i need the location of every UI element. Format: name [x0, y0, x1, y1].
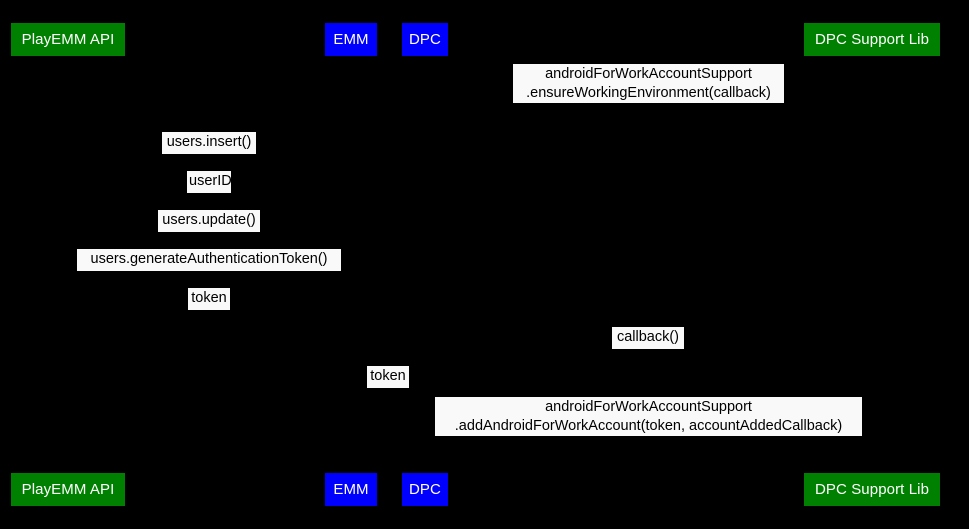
message-label-users-update: users.update() — [158, 210, 260, 232]
participant-label-dpc-support-lib: DPC Support Lib — [814, 31, 930, 48]
message-line-2: .ensureWorkingEnvironment(callback) — [526, 85, 771, 101]
lifeline-dpc-support-lib — [872, 56, 873, 473]
arrow-user-id — [68, 197, 351, 198]
arrow-users-update — [68, 236, 351, 237]
arrow-token-to-emm — [68, 314, 351, 315]
participant-label-playemm-api: PlayEMM API — [21, 31, 115, 48]
arrow-ensure-working-environment — [425, 108, 872, 109]
message-label-user-id: userID — [187, 171, 232, 193]
message-line-1: token — [370, 368, 406, 384]
participant-foot-playemm-api[interactable]: PlayEMM API — [11, 473, 125, 506]
message-line-1: token — [191, 290, 227, 306]
participant-foot-label-emm: EMM — [333, 481, 369, 498]
lifeline-dpc — [425, 56, 426, 473]
participant-head-emm[interactable]: EMM — [325, 23, 377, 56]
arrow-add-android-for-work-account — [425, 441, 872, 442]
message-line-1: callback() — [616, 329, 680, 345]
message-label-users-insert: users.insert() — [162, 132, 256, 154]
arrow-users-insert — [68, 158, 351, 159]
message-line-1: userID — [189, 173, 232, 189]
arrow-callback — [425, 353, 872, 354]
participant-head-dpc-support-lib[interactable]: DPC Support Lib — [804, 23, 940, 56]
message-line-1: androidForWorkAccountSupport — [545, 66, 752, 82]
participant-foot-label-dpc-support-lib: DPC Support Lib — [814, 481, 930, 498]
participant-foot-dpc[interactable]: DPC — [402, 473, 448, 506]
message-label-ensure-working-environment: androidForWorkAccountSupport .ensureWork… — [513, 64, 784, 103]
message-label-add-android-for-work-account: androidForWorkAccountSupport .addAndroid… — [435, 397, 862, 436]
participant-foot-label-playemm-api: PlayEMM API — [21, 481, 115, 498]
arrow-users-generate-authentication-token — [68, 275, 351, 276]
message-label-token-to-emm: token — [188, 288, 230, 310]
message-label-users-generate-authentication-token: users.generateAuthenticationToken() — [77, 249, 341, 271]
participant-foot-label-dpc: DPC — [409, 481, 441, 498]
lifeline-playemm-api — [68, 56, 69, 473]
message-line-1: users.generateAuthenticationToken() — [90, 251, 328, 267]
message-label-token-to-dpc: token — [367, 366, 409, 388]
arrow-token-to-dpc — [351, 392, 425, 393]
lifeline-emm — [351, 56, 352, 473]
participant-foot-emm[interactable]: EMM — [325, 473, 377, 506]
message-line-1: androidForWorkAccountSupport — [545, 399, 752, 415]
message-line-2: .addAndroidForWorkAccount(token, account… — [454, 418, 843, 434]
participant-head-playemm-api[interactable]: PlayEMM API — [11, 23, 125, 56]
message-line-1: users.insert() — [166, 134, 252, 150]
message-line-1: users.update() — [162, 212, 256, 228]
message-label-callback: callback() — [612, 327, 684, 349]
participant-label-dpc: DPC — [409, 31, 441, 48]
participant-foot-dpc-support-lib[interactable]: DPC Support Lib — [804, 473, 940, 506]
participant-label-emm: EMM — [333, 31, 369, 48]
participant-head-dpc[interactable]: DPC — [402, 23, 448, 56]
